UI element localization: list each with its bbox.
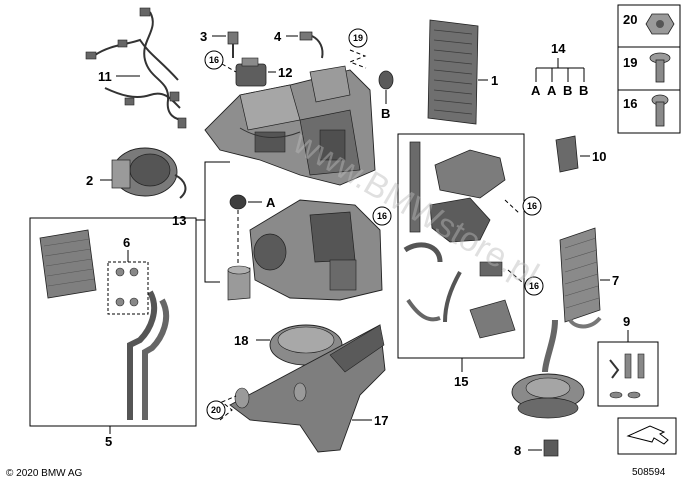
part-17-bracket[interactable]: 20 17 (206, 324, 388, 453)
callout-4: 4 (274, 29, 282, 44)
fastener-legend-panel: 20 19 16 (617, 4, 681, 134)
callout-12: 12 (278, 65, 292, 80)
group14-letter-1: A (531, 83, 541, 98)
part-19-grommet[interactable]: B 19 (348, 28, 394, 121)
part-4-sensor[interactable]: 4 (274, 29, 324, 59)
nut-icon (645, 13, 675, 35)
circled-16-lower: 16 (529, 281, 539, 291)
circled-16-right: 16 (527, 201, 537, 211)
copyright-text: © 2020 BMW AG (6, 468, 83, 479)
screw-icon-19 (649, 52, 671, 83)
part-10-sensor[interactable]: 10 (555, 135, 606, 173)
callout-18: 18 (234, 333, 248, 348)
callout-7: 7 (612, 273, 619, 288)
group-5-box: 5 (29, 217, 197, 449)
part-8-sensor[interactable]: 8 (514, 439, 559, 458)
part-12-actuator[interactable]: 12 16 (204, 50, 292, 87)
callout-9: 9 (623, 314, 630, 329)
letter-b: B (381, 106, 390, 121)
callout-10: 10 (592, 149, 606, 164)
circled-16-mid: 16 (377, 211, 387, 221)
direction-arrow-icon (617, 417, 677, 455)
part-3-sensor[interactable]: 3 (200, 29, 239, 58)
part-11-wiring-harness[interactable]: 11 (85, 7, 187, 129)
screw-icon-16 (651, 94, 669, 127)
letter-a: A (266, 195, 276, 210)
legend-label-16: 16 (623, 96, 637, 111)
circled-16-top: 16 (209, 55, 219, 65)
group-6-seals[interactable]: 6 (107, 235, 149, 315)
callout-14: 14 (551, 41, 566, 56)
legend-label-20: 20 (623, 12, 637, 27)
circled-16-marker-2 (372, 206, 392, 226)
group14-letter-4: B (579, 83, 588, 98)
group14-letter-2: A (547, 83, 557, 98)
callout-8: 8 (514, 443, 521, 458)
group14-letter-3: B (563, 83, 572, 98)
circled-20-marker (206, 400, 226, 420)
callout-13: 13 (172, 213, 186, 228)
image-number: 508594 (632, 467, 666, 478)
group-14-bracket: 14 A A B B (531, 41, 588, 98)
group-9-screws[interactable]: 9 (597, 314, 659, 407)
callout-3: 3 (200, 29, 207, 44)
circled-16-marker (204, 50, 224, 70)
group-13-bracket: 13 (172, 161, 230, 283)
group-15-box: 15 (397, 133, 525, 389)
drain-assembly[interactable] (511, 319, 585, 419)
circled-20: 20 (211, 405, 221, 415)
legend-label-19: 19 (623, 55, 637, 70)
circled-19: 19 (353, 33, 363, 43)
circled-19-marker (348, 28, 368, 48)
heater-housing-lower[interactable]: A 16 (227, 194, 392, 301)
part-5-heater-core[interactable] (39, 229, 170, 420)
part-7-evaporator[interactable]: 7 (559, 227, 619, 329)
callout-2: 2 (86, 173, 93, 188)
circled-16-marker-4 (524, 276, 544, 296)
callout-5: 5 (105, 434, 112, 449)
part-1-cabin-filter[interactable]: 1 (427, 19, 498, 125)
callout-11: 11 (98, 69, 112, 84)
callout-1: 1 (491, 73, 498, 88)
circled-16-marker-3 (522, 196, 542, 216)
callout-6: 6 (123, 235, 130, 250)
heater-housing-upper[interactable] (204, 65, 376, 186)
callout-17: 17 (374, 413, 388, 428)
callout-15: 15 (454, 374, 468, 389)
part-2-blower-motor[interactable]: 2 (86, 147, 187, 199)
part-15-ducts[interactable]: 16 16 (403, 141, 544, 339)
